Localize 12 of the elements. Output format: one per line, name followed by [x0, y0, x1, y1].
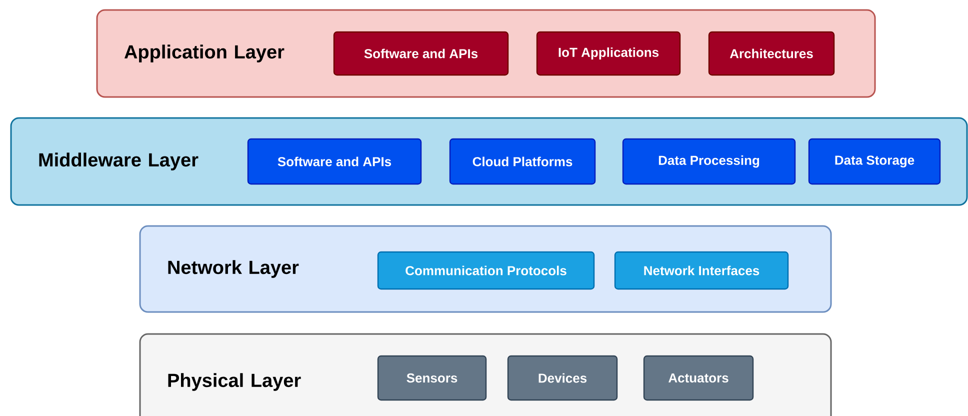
component-button: Data Processing — [622, 138, 796, 185]
component-button: Actuators — [643, 355, 754, 401]
component-button: Sensors — [377, 355, 487, 401]
component-button: Architectures — [708, 31, 835, 76]
component-button: Network Interfaces — [614, 251, 789, 290]
component-button: IoT Applications — [536, 31, 681, 76]
component-button: Software and APIs — [247, 138, 422, 185]
component-button: Cloud Platforms — [449, 138, 596, 185]
component-button: Software and APIs — [333, 31, 509, 76]
component-button: Data Storage — [808, 138, 941, 185]
component-button: Communication Protocols — [377, 251, 595, 290]
component-button: Devices — [507, 355, 618, 401]
